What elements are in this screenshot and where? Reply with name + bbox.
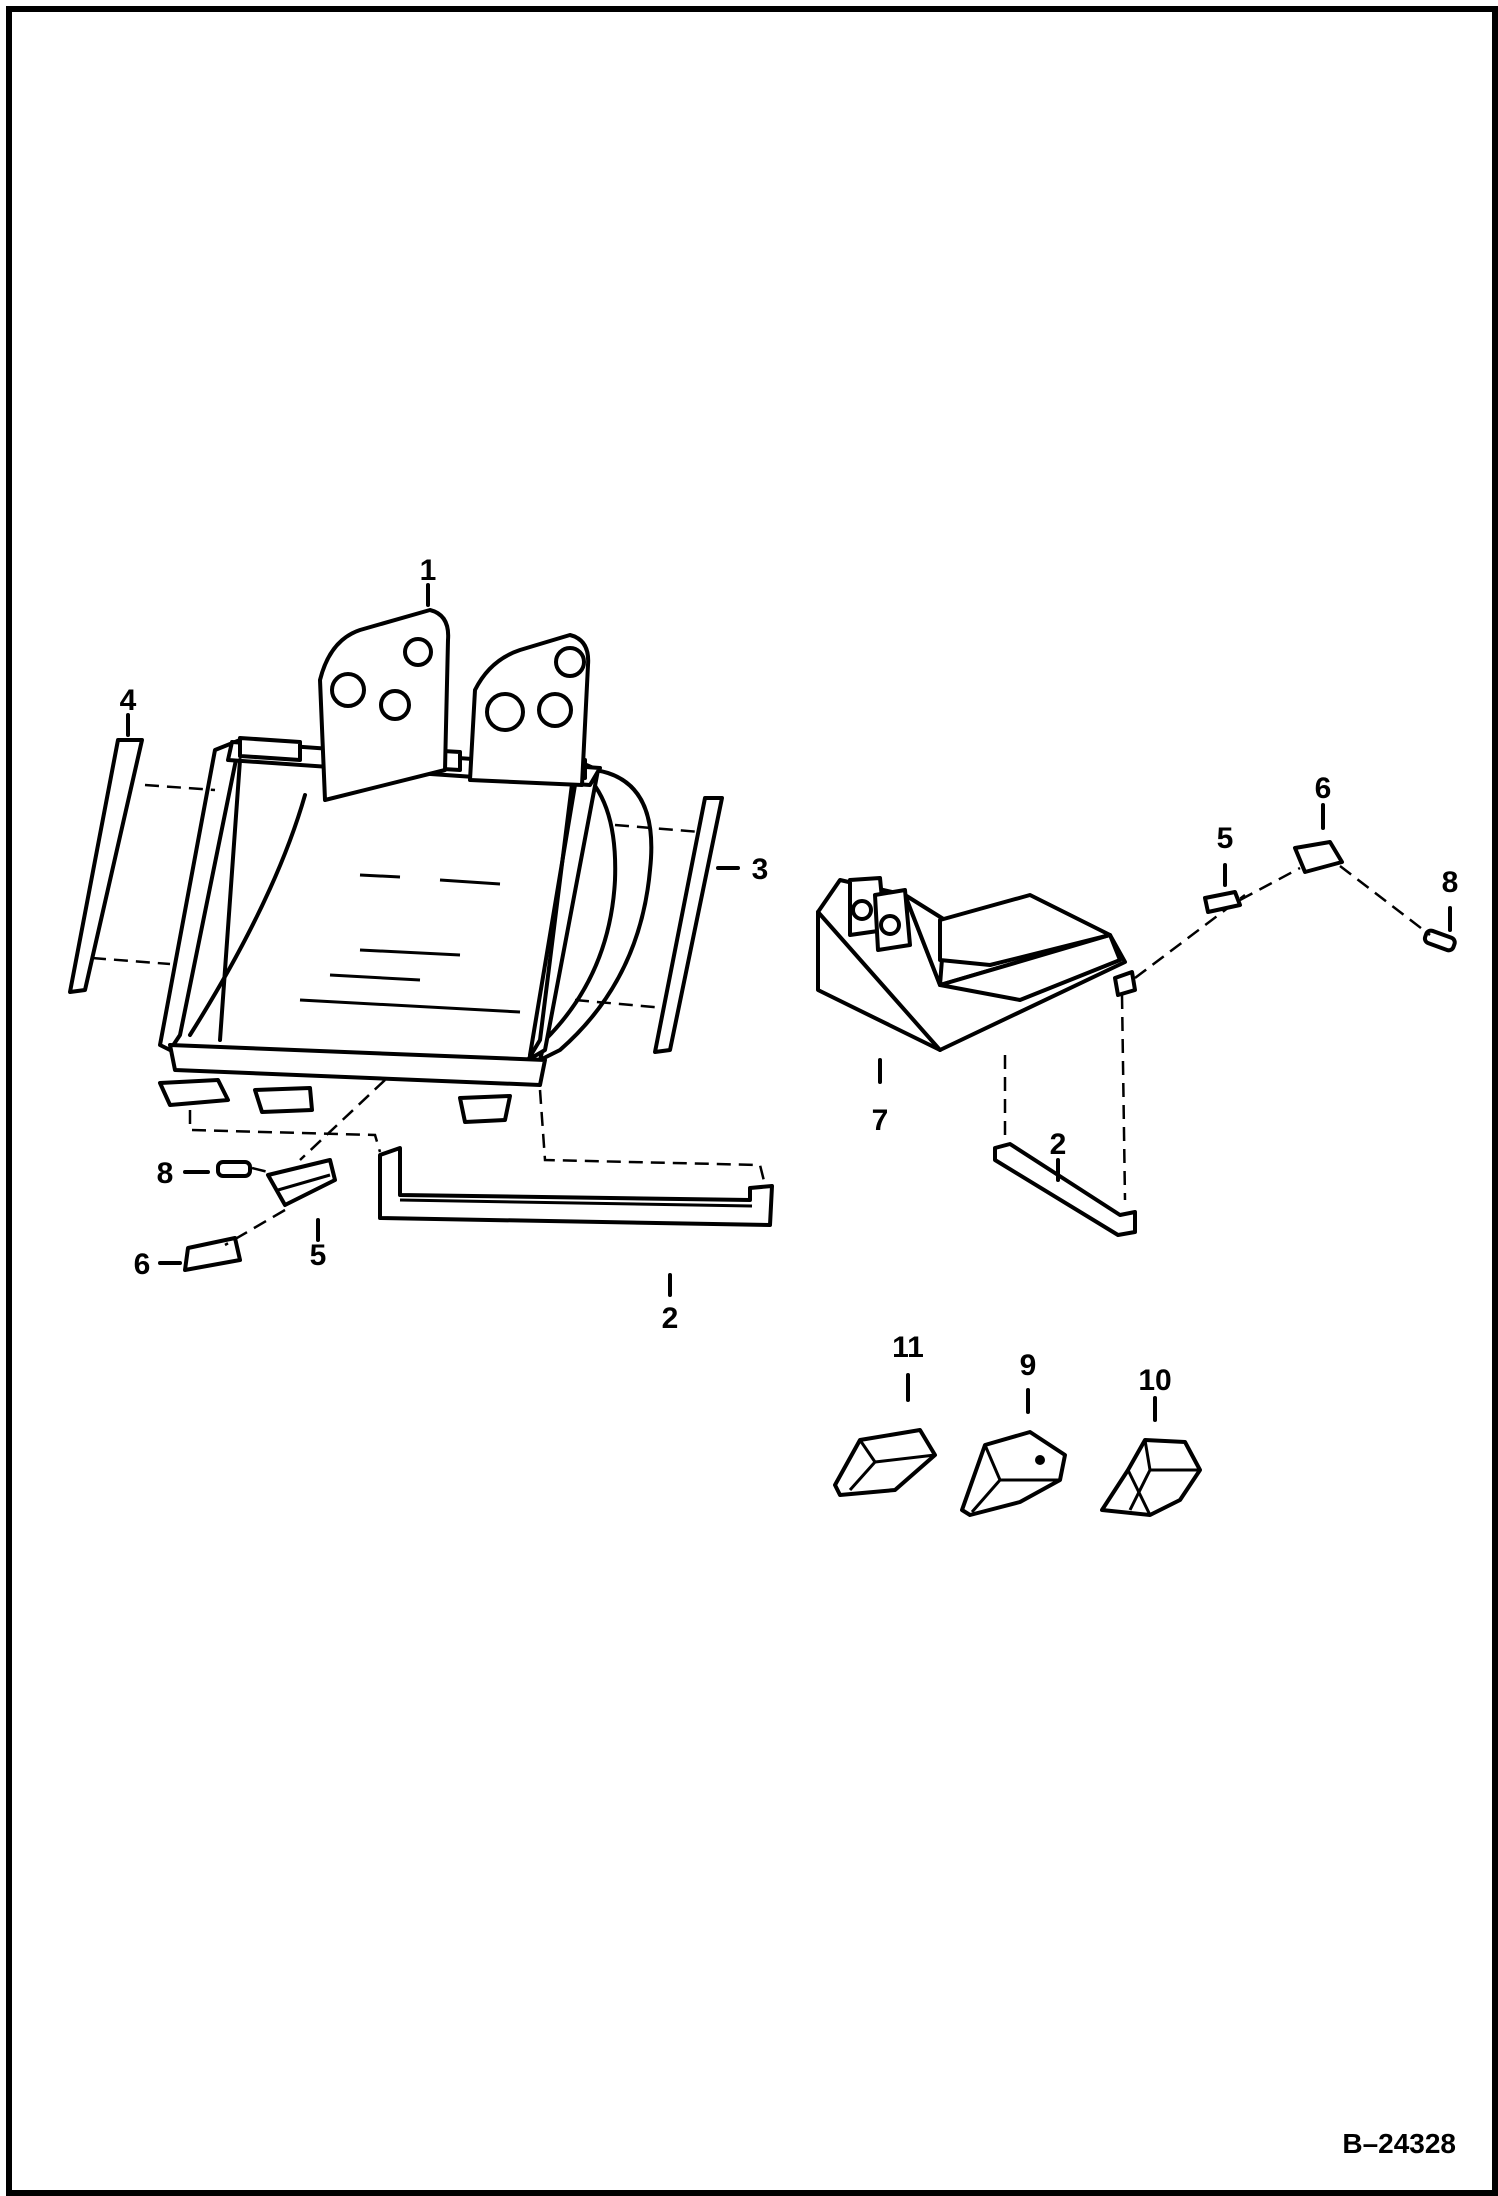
page-border xyxy=(6,6,1498,2196)
callout-1: 1 xyxy=(420,554,437,587)
callout-2-left: 2 xyxy=(662,1302,679,1335)
callout-9: 9 xyxy=(1020,1349,1037,1382)
callout-8-right: 8 xyxy=(1442,866,1459,899)
callout-4: 4 xyxy=(120,684,137,717)
pin-part-8-right xyxy=(1422,928,1457,953)
tooth-part-6-right xyxy=(1293,840,1344,874)
bucket-part-1 xyxy=(158,608,654,1124)
callout-11: 11 xyxy=(892,1331,924,1364)
callout-6-left: 6 xyxy=(134,1248,151,1281)
callout-7: 7 xyxy=(872,1104,889,1137)
callout-8-left: 8 xyxy=(157,1157,174,1190)
tooth-part-9 xyxy=(960,1430,1067,1517)
figure-id-label: B–24328 xyxy=(1342,2128,1456,2159)
tooth-adapter-part-5-left xyxy=(266,1158,337,1207)
callout-10: 10 xyxy=(1138,1364,1171,1397)
side-cutter-part-4 xyxy=(68,738,144,994)
tooth-adapter-part-5-right xyxy=(1203,890,1242,914)
tooth-part-6-left xyxy=(183,1236,242,1272)
tooth-part-10 xyxy=(1100,1438,1202,1517)
callout-3: 3 xyxy=(752,853,769,886)
callout-6-right: 6 xyxy=(1315,772,1332,805)
side-cutter-part-3 xyxy=(653,796,724,1054)
coupler-part-7 xyxy=(816,876,1137,1052)
cutting-edge-part-2-right xyxy=(993,1142,1137,1237)
pin-part-8-left xyxy=(216,1160,252,1178)
tooth-part-11 xyxy=(833,1428,937,1497)
callout-5-right: 5 xyxy=(1217,822,1234,855)
cutting-edge-part-2-left xyxy=(378,1146,774,1227)
callout-2-right: 2 xyxy=(1050,1128,1067,1161)
callout-5-left: 5 xyxy=(310,1239,327,1272)
